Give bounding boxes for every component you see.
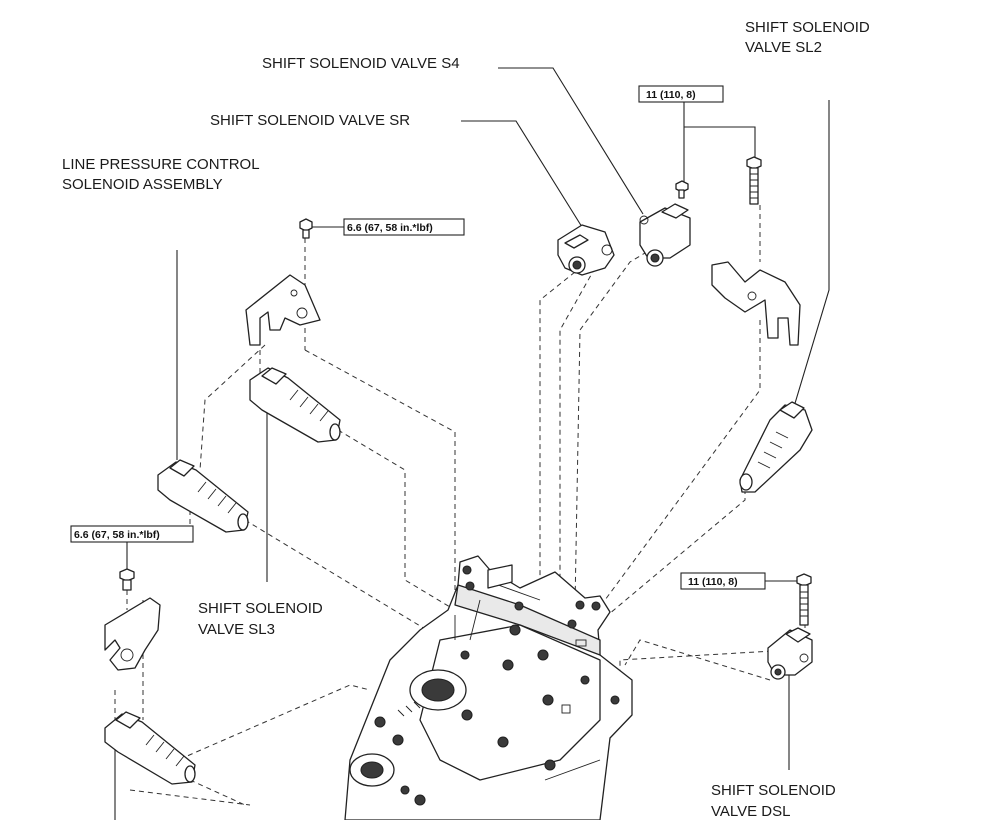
label-line-pressure-2: SOLENOID ASSEMBLY <box>62 176 223 193</box>
solenoid-s4-icon <box>639 203 691 267</box>
bracket-middle-icon <box>245 274 321 346</box>
torque-box-top-right: 11 (110, 8) <box>638 85 724 103</box>
bolt-lower-right-icon <box>796 573 812 626</box>
label-dsl-1: SHIFT SOLENOID <box>711 782 836 799</box>
bolt-top-right-long-icon <box>746 156 762 205</box>
solenoid-dsl-icon <box>767 627 813 680</box>
solenoid-line-pressure-icon <box>157 459 249 533</box>
label-shift-solenoid-sr: SHIFT SOLENOID VALVE SR <box>210 112 410 129</box>
bolt-top-right-small-icon <box>675 180 689 199</box>
label-sl3-2: VALVE SL3 <box>198 621 275 638</box>
svg-text:6.6 (67, 58 in.*lbf): 6.6 (67, 58 in.*lbf) <box>74 529 160 541</box>
bracket-right-icon <box>711 261 801 346</box>
bolt-middle-icon <box>299 218 313 239</box>
label-sl2-1: SHIFT SOLENOID <box>745 19 870 36</box>
valve-body-icon <box>344 555 633 820</box>
leader-lines <box>114 67 830 820</box>
solenoid-bottom-left-icon <box>104 711 196 785</box>
label-sl2-2: VALVE SL2 <box>745 39 822 56</box>
torque-box-middle: 6.6 (67, 58 in.*lbf) <box>343 218 465 236</box>
solenoid-sr-icon <box>557 224 615 276</box>
svg-text:11 (110, 8): 11 (110, 8) <box>688 576 738 588</box>
solenoid-sl2-icon <box>739 401 813 493</box>
label-line-pressure-1: LINE PRESSURE CONTROL <box>62 156 260 173</box>
bracket-left-icon <box>104 597 161 671</box>
svg-text:6.6 (67, 58 in.*lbf): 6.6 (67, 58 in.*lbf) <box>347 222 433 234</box>
svg-text:11 (110, 8): 11 (110, 8) <box>646 89 696 101</box>
torque-box-left: 6.6 (67, 58 in.*lbf) <box>70 525 194 543</box>
label-sl3-1: SHIFT SOLENOID <box>198 600 323 617</box>
label-dsl-2: VALVE DSL <box>711 803 790 820</box>
label-shift-solenoid-s4: SHIFT SOLENOID VALVE S4 <box>262 55 460 72</box>
solenoid-sl3-icon <box>249 367 341 443</box>
bolt-left-icon <box>119 568 135 591</box>
torque-box-lower-right: 11 (110, 8) <box>680 572 766 590</box>
